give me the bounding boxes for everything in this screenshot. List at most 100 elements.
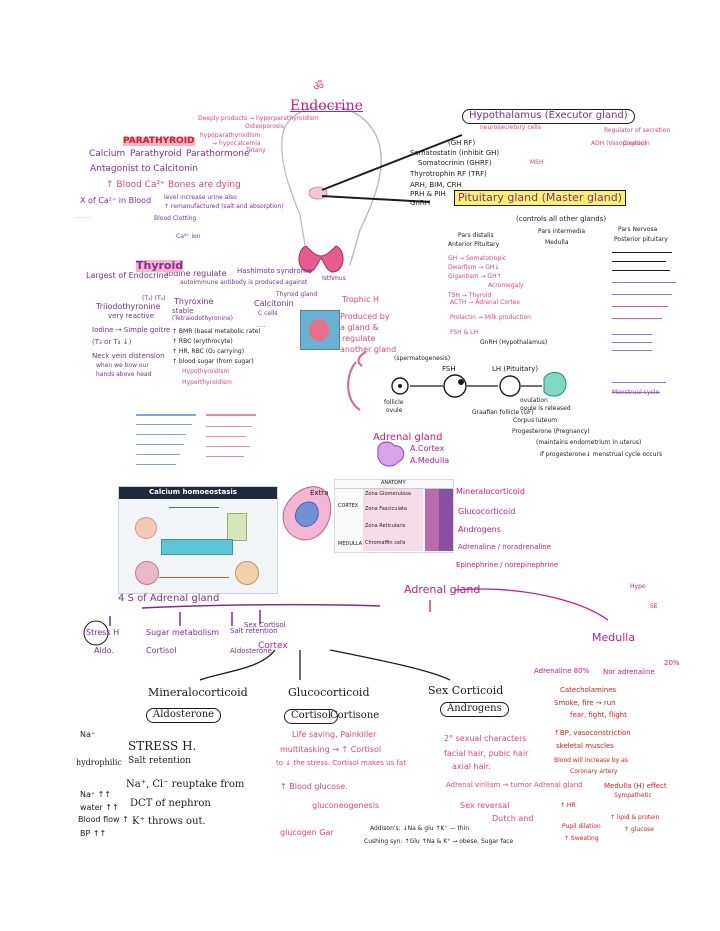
label-c-cells: C cells: [258, 310, 278, 317]
corpus-luteum-icon: [543, 371, 567, 397]
note-menstrual-cycle: Menstrual cycle: [612, 389, 660, 396]
head-outline: [282, 105, 382, 266]
note-medulla-effect: Medulla (H) effect: [604, 782, 667, 790]
note-lipid-protein: ↑ lipid & protein: [610, 814, 660, 821]
label-progesterone: Progesterone (Pregnancy): [512, 428, 590, 435]
note-blood-increase: Blood will increase by as: [554, 757, 628, 764]
heading-pituitary: Pituitary gland (Master gland): [454, 190, 626, 206]
note-regulate: regulate: [342, 334, 376, 343]
heading-thyroid: Thyroid: [136, 259, 184, 272]
label-graafian: Graafian follicle (GF): [472, 409, 534, 416]
note-controls-all: (controls all other glands): [516, 215, 607, 223]
note-pupil: Pupil dilation: [562, 823, 601, 830]
label-cortex: Cortex: [258, 641, 288, 651]
note-menstrual: If progesterone↓ menstrual cycle occurs: [540, 451, 663, 458]
note-2nd-sexual: 2° sexual characters: [444, 734, 527, 743]
note-dct: DCT of nephron: [130, 798, 211, 809]
note-dutchand: Dutch and: [492, 814, 534, 823]
label-gh-rf: (GH RF): [448, 139, 476, 147]
label-gnrh: GnRH: [410, 199, 430, 207]
note-reabsorption: ↑ remanufactured (salt and absorption): [164, 203, 284, 210]
label-epinephrine: Epinephrine / norepinephrine: [456, 561, 559, 569]
label-hydrophilic: hydrophilic: [76, 758, 122, 767]
label-catecholamines: Catecholamines: [560, 686, 617, 694]
label-bp-up: BP ↑↑: [80, 829, 107, 838]
label-ovule-released: ovule is released: [520, 405, 571, 412]
label-20pct: 20%: [664, 659, 680, 667]
label-aldosterone-1: Aldosterone: [230, 647, 272, 655]
note-produced-by: Produced by: [340, 312, 390, 321]
label-cortisol-1: Cortisol: [146, 646, 177, 655]
label-calcitonin: Calcitonin: [254, 299, 294, 308]
note-blood-clotting: Blood Clotting: [154, 215, 197, 222]
heading-mineralocorticoid: Mineralocorticoid: [148, 686, 248, 699]
label-very-reactive: very reactive: [108, 312, 155, 320]
label-adrenal-gland: Adrenal gland: [373, 432, 443, 443]
label-calcium-blood: X of Ca²⁺ in Blood: [80, 196, 152, 205]
label-a-medulla: A.Medulla: [410, 456, 450, 465]
label-water-up: water ↑↑: [80, 803, 119, 812]
label-oxytocin: Oxytocin: [623, 140, 650, 147]
note-glucogen: glucogen Gar: [280, 828, 334, 837]
label-adrenaline-80: Adrenaline 80%: [534, 667, 590, 675]
zone-glomerulosa: Zona Glomerulosa: [365, 491, 411, 497]
label-ovulation: ovulation: [520, 397, 548, 404]
label-na-up: Na⁺ ↑↑: [80, 790, 112, 799]
note-stress-fat: to ↓ the stress. Cortisol makes us fat: [276, 759, 406, 767]
label-corpus-luteum: Corpus luteum: [513, 417, 558, 424]
label-salt-retention-2: Salt retention: [128, 756, 191, 766]
label-parathyroid: Parathyroid: [130, 149, 182, 159]
label-thyroxine: Thyroxine: [174, 297, 214, 306]
thyroid-icon: [298, 245, 344, 273]
note-hyperparathyroidism: Deeply products → hyperparathyroidism: [198, 115, 319, 122]
label-somatocrinin: Somatocrinin (GHRF): [418, 159, 492, 167]
note-regulator: Regulator of secretion: [604, 127, 671, 134]
arrow-pituitary: [321, 195, 431, 203]
graafian-follicle-icon: [443, 374, 467, 398]
note-endometrium: (maintains endometrium in uterus): [536, 439, 642, 446]
label-bones-dying: Bones are dying: [168, 180, 241, 190]
label-pars-intermedia: Pars intermedia: [538, 228, 586, 235]
label-hashimoto: Hashimoto syndrome: [237, 267, 312, 275]
note-sympathetic: Sympathetic: [614, 792, 652, 799]
note-axial-hair: axial hair.: [452, 762, 491, 771]
label-blood-flow: Blood flow ↑: [78, 815, 129, 824]
label-antagonist: Antagonist to Calcitonin: [90, 164, 198, 174]
note-facial-hair: facial hair, pubic hair: [444, 749, 529, 758]
label-parathormone: Parathormone: [186, 149, 250, 159]
label-trf: Thyrotrophin RF (TRF): [410, 170, 487, 178]
label-adh: ADH (Vasopressin): [591, 140, 647, 147]
note-cushing: Cushing syn: ↑Glu ↑Na & K⁺ → obese, Suga…: [364, 838, 514, 845]
note-urine: level increase urine also: [164, 194, 237, 201]
box-cortisol: Cortisol: [284, 709, 339, 724]
note-addison: Addison's: ↓Na & glu ↑K⁺ — thin: [370, 825, 470, 832]
note-tetany: Tetany: [246, 147, 266, 154]
label-tetraiodothyronine: (Tetraiodothyronine): [172, 315, 234, 322]
note-hypocalcemia: → hypocalcemia: [212, 140, 261, 147]
note-a-gland: a gland &: [340, 323, 379, 332]
adrenal-gland-icon: [377, 441, 405, 467]
label-largest-endocrine: Largest of Endocrine: [86, 271, 169, 280]
note-neck-vein: Neck vein distension: [92, 352, 165, 360]
label-stress-h-big: STRESS H.: [128, 739, 197, 753]
label-blood-calcium: ↑ Blood Ca²⁺: [106, 180, 165, 190]
note-spermatogenesis: (spermatogenesis): [394, 355, 451, 362]
note-calcium-ion: Ca²⁺ ion: [176, 233, 201, 240]
kidney-sketch: [347, 361, 361, 411]
ovulation-icon: [499, 375, 521, 397]
row-medulla: MEDULLA: [338, 541, 363, 547]
heading-glucocorticoid: Glucocorticoid: [288, 686, 370, 699]
label-posterior-pituitary: Posterior pituitary: [614, 236, 668, 243]
note-rbc: ↑ RBC (erythrocyte): [172, 338, 233, 345]
label-isthmus: Isthmus: [322, 275, 346, 282]
note-sweating: ↑ Sweating: [564, 835, 599, 842]
note-blood-sugar: ↑ blood sugar (from sugar): [172, 358, 254, 365]
note-smoke-fire: Smoke, fire → run: [554, 699, 616, 707]
note-hr-up: ↑ HR: [560, 802, 576, 809]
note-hypoparathyroidism: hypoparathyroidism: [200, 132, 261, 139]
label-thyroid-gland: Thyroid gland: [276, 291, 318, 298]
note-glucose-up: ↑ glucose: [624, 826, 654, 833]
note-multitasking: multitasking → ↑ Cortisol: [280, 745, 382, 754]
face-outline: [281, 132, 306, 246]
